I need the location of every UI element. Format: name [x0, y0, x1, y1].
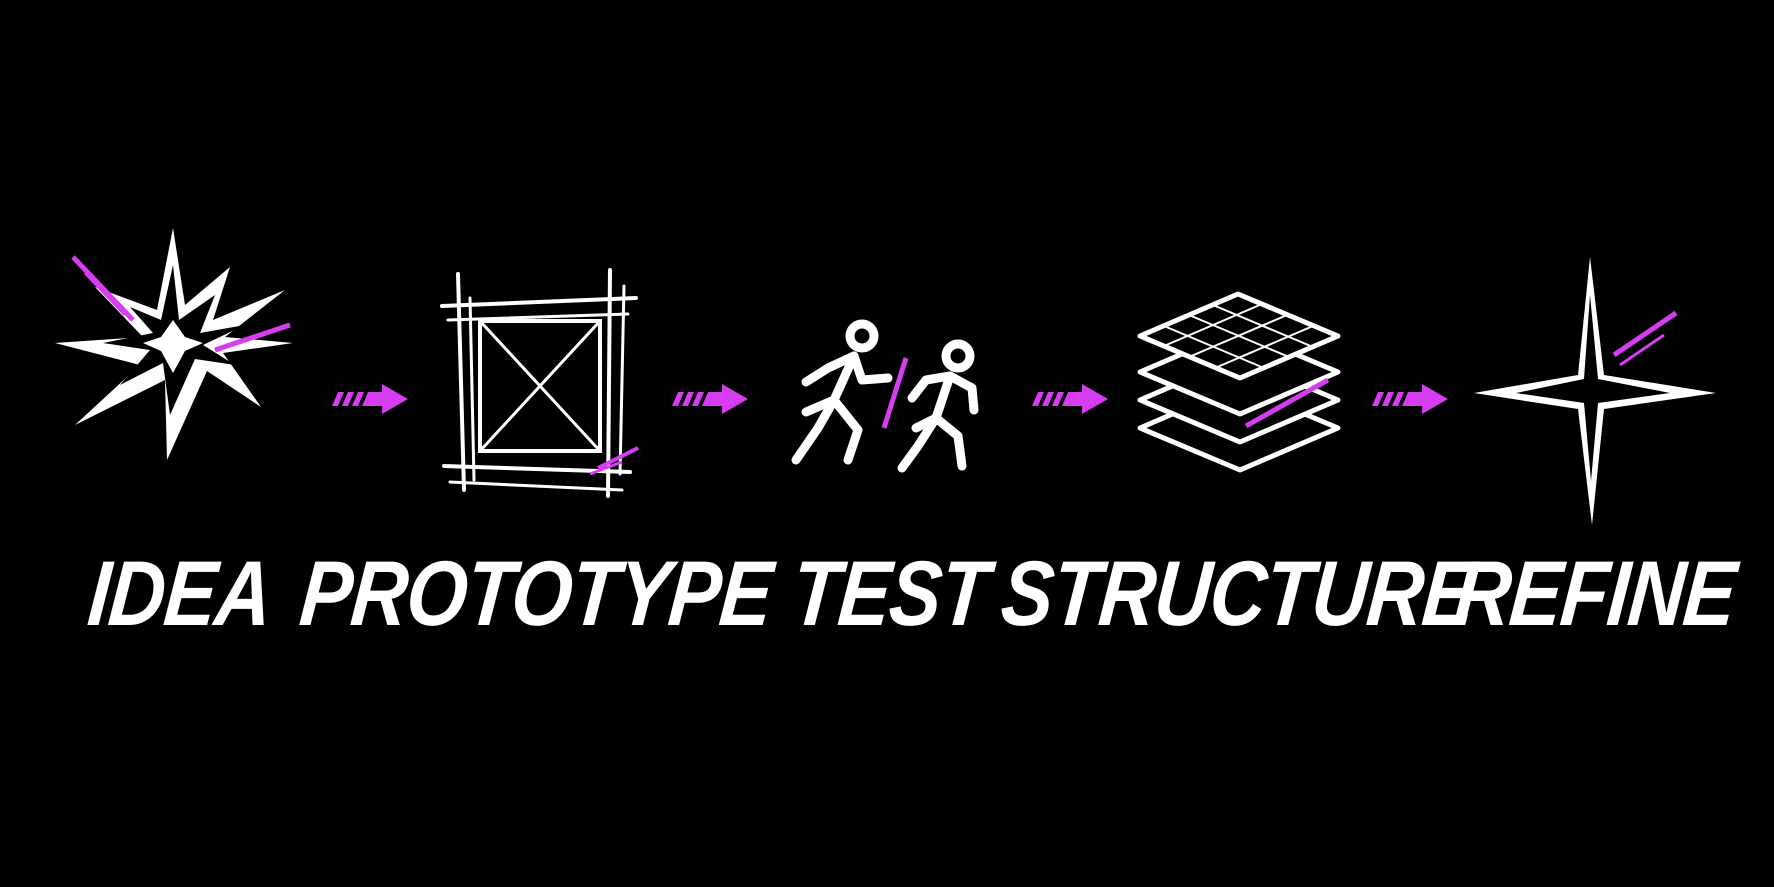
dashed-arrow-icon: [1372, 384, 1448, 414]
four-point-star-icon: [1474, 257, 1716, 525]
running-figures-icon: [791, 319, 979, 473]
dashed-arrow-icon: [332, 384, 408, 414]
stage-label-idea: IDEA: [84, 541, 276, 645]
stacked-layers-icon: [1137, 291, 1341, 473]
stage-label-refine: REFINE: [1450, 541, 1740, 645]
starburst-icon: [55, 228, 293, 460]
stage-label-test: TEST: [787, 541, 993, 645]
stage-label-prototype: PROTOTYPE: [296, 541, 776, 645]
wireframe-box-icon: [440, 268, 639, 498]
dashed-arrow-icon: [672, 384, 748, 414]
dashed-arrow-icon: [1032, 384, 1108, 414]
stage-label-structure: STRUCTURE: [997, 541, 1479, 645]
